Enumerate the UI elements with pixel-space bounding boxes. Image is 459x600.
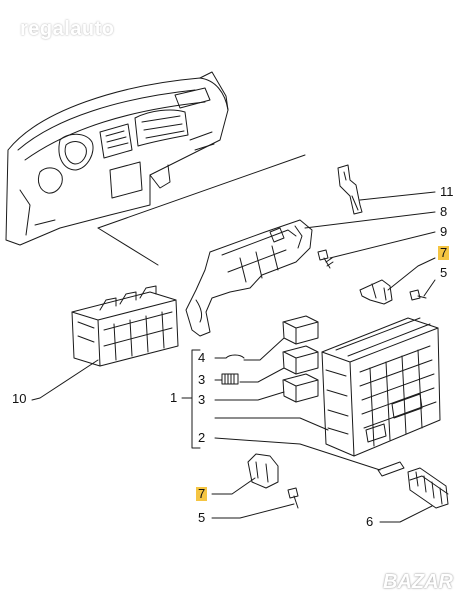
leader-7-top xyxy=(387,257,436,291)
part-6-connector xyxy=(407,467,449,509)
part-2-fuse-strip xyxy=(377,461,405,477)
brand-stamp: BAZAR xyxy=(383,571,453,593)
callout-3-upper: 3 xyxy=(198,372,206,387)
callout-9: 9 xyxy=(440,224,448,239)
callout-4: 4 xyxy=(198,350,206,365)
callout-11: 11 xyxy=(440,184,454,199)
part-7-bracket-bottom xyxy=(247,453,279,489)
leader-11 xyxy=(359,191,436,201)
part-9-screw xyxy=(317,249,334,269)
leader-8 xyxy=(304,211,436,229)
part-10-relay-box xyxy=(71,285,179,367)
pointer-line xyxy=(97,227,159,266)
callout-1: 1 xyxy=(170,390,178,405)
callout-7-bottom: 7 xyxy=(196,486,208,501)
part-3-resistor-symbol xyxy=(221,373,239,385)
part-5-screw-bottom xyxy=(287,487,299,509)
callout-5-bottom: 5 xyxy=(198,510,206,525)
part-7-bracket-top xyxy=(359,279,393,305)
leader-3b xyxy=(214,391,285,401)
leader-2 xyxy=(214,437,381,471)
leader-7-bottom xyxy=(211,477,256,495)
callout-5-top: 5 xyxy=(440,265,448,280)
callout-6: 6 xyxy=(366,514,374,529)
leader-5-bottom xyxy=(211,503,295,519)
callout-3-lower: 3 xyxy=(198,392,206,407)
part-4-fuse-symbol xyxy=(225,354,245,359)
relay-top xyxy=(282,315,319,345)
watermark-text: regalauto xyxy=(20,18,115,40)
fuse-box xyxy=(321,317,441,457)
dashboard-illustration xyxy=(5,71,229,246)
part-11-clip xyxy=(337,164,363,215)
callout-7-top: 7 xyxy=(438,245,450,260)
leader-4 xyxy=(243,337,285,361)
leader-10 xyxy=(31,359,99,401)
callout-10: 10 xyxy=(12,391,27,406)
relay-middle xyxy=(282,345,319,375)
part-8-bracket xyxy=(185,219,313,337)
leader-9 xyxy=(329,231,436,259)
callout-8: 8 xyxy=(440,204,448,219)
part-5-screw-top xyxy=(409,289,427,301)
separator-line xyxy=(97,154,306,229)
leader-3a xyxy=(239,367,285,383)
leader-1 xyxy=(214,417,329,431)
group-bracket xyxy=(191,349,201,449)
leader-5-top xyxy=(423,279,436,297)
leader-6 xyxy=(379,505,433,523)
callout-2: 2 xyxy=(198,430,206,445)
relay-bottom xyxy=(282,373,319,403)
